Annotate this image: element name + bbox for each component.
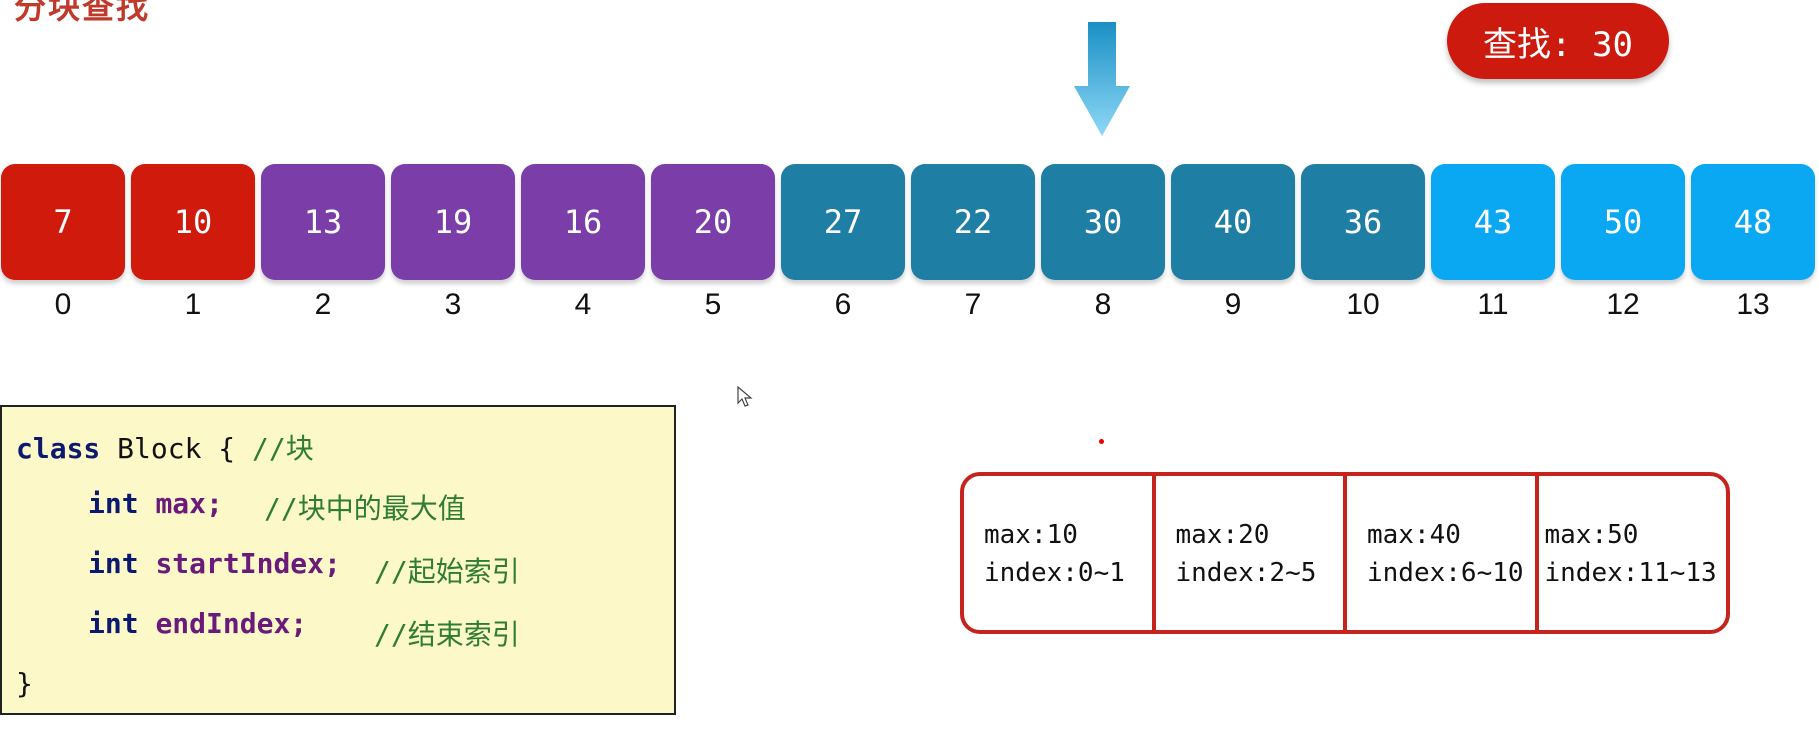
array-index: 5 xyxy=(704,288,722,321)
code-line-end-index: int endIndex; xyxy=(88,607,307,640)
array-cell: 20 xyxy=(651,164,775,280)
array-index: 13 xyxy=(1736,288,1770,321)
block-max: max:10 xyxy=(984,520,1078,550)
array-cell: 36 xyxy=(1301,164,1425,280)
array-cell: 10 xyxy=(131,164,255,280)
cursor-icon xyxy=(737,386,753,407)
array-cell: 16 xyxy=(521,164,645,280)
field-name: endIndex; xyxy=(155,607,308,640)
red-dot-marker xyxy=(1099,439,1104,444)
block-range: index:6~10 xyxy=(1367,558,1524,588)
field-name: startIndex; xyxy=(155,547,341,580)
array-cell: 40 xyxy=(1171,164,1295,280)
code-line-start-index: int startIndex; xyxy=(88,547,341,580)
array-index: 7 xyxy=(964,288,982,321)
array-cell: 48 xyxy=(1691,164,1815,280)
block-range: index:0~1 xyxy=(984,558,1125,588)
array-cell: 50 xyxy=(1561,164,1685,280)
block-max: max:20 xyxy=(1175,520,1270,550)
array-index: 3 xyxy=(444,288,462,321)
class-name: Block { xyxy=(117,432,236,465)
block-item: max:20 index:2~5 xyxy=(1156,476,1347,630)
int-keyword: int xyxy=(88,547,139,580)
array-index: 10 xyxy=(1346,288,1380,321)
down-arrow-icon xyxy=(1074,22,1130,136)
array-index: 11 xyxy=(1477,288,1509,321)
block-max: max:50 xyxy=(1544,520,1639,550)
array-index: 12 xyxy=(1606,288,1640,321)
array-index: 4 xyxy=(574,288,592,321)
array-cell: 13 xyxy=(261,164,385,280)
block-max: max:40 xyxy=(1367,520,1461,550)
array-index: 9 xyxy=(1224,288,1242,321)
array-cell: 22 xyxy=(911,164,1035,280)
search-target-badge: 查找: 30 xyxy=(1447,3,1669,79)
code-block: class Block { //块 int max; //块中的最大值 int … xyxy=(0,405,676,715)
array-index: 2 xyxy=(314,288,332,321)
array-cell: 27 xyxy=(781,164,905,280)
field-comment: //块中的最大值 xyxy=(264,492,466,525)
array-index: 0 xyxy=(54,288,72,321)
block-range: index:2~5 xyxy=(1175,558,1317,588)
class-keyword: class xyxy=(16,432,101,465)
array-cell: 7 xyxy=(1,164,125,280)
block-item: max:50 index:11~13 xyxy=(1539,476,1727,630)
array-index: 8 xyxy=(1094,288,1112,321)
array-index: 6 xyxy=(834,288,852,321)
block-item: max:10 index:0~1 xyxy=(964,476,1156,630)
block-range: index:11~13 xyxy=(1544,558,1717,588)
code-line-class: class Block { //块 xyxy=(16,427,314,467)
array-cell: 43 xyxy=(1431,164,1555,280)
int-keyword: int xyxy=(88,607,139,640)
array-index: 1 xyxy=(184,288,202,321)
field-name: max; xyxy=(155,487,223,520)
code-line-close: } xyxy=(16,667,33,700)
int-keyword: int xyxy=(88,487,139,520)
block-index-table: max:10 index:0~1 max:20 index:2~5 max:40… xyxy=(960,472,1730,634)
class-comment: //块 xyxy=(252,432,314,465)
array-cell: 19 xyxy=(391,164,515,280)
array-cell: 30 xyxy=(1041,164,1165,280)
field-comment: //起始索引 xyxy=(374,555,520,588)
page-title: 分块查找 xyxy=(14,0,151,26)
block-item: max:40 index:6~10 xyxy=(1347,476,1539,630)
code-line-max: int max; xyxy=(88,487,223,520)
field-comment: //结束索引 xyxy=(374,618,520,651)
